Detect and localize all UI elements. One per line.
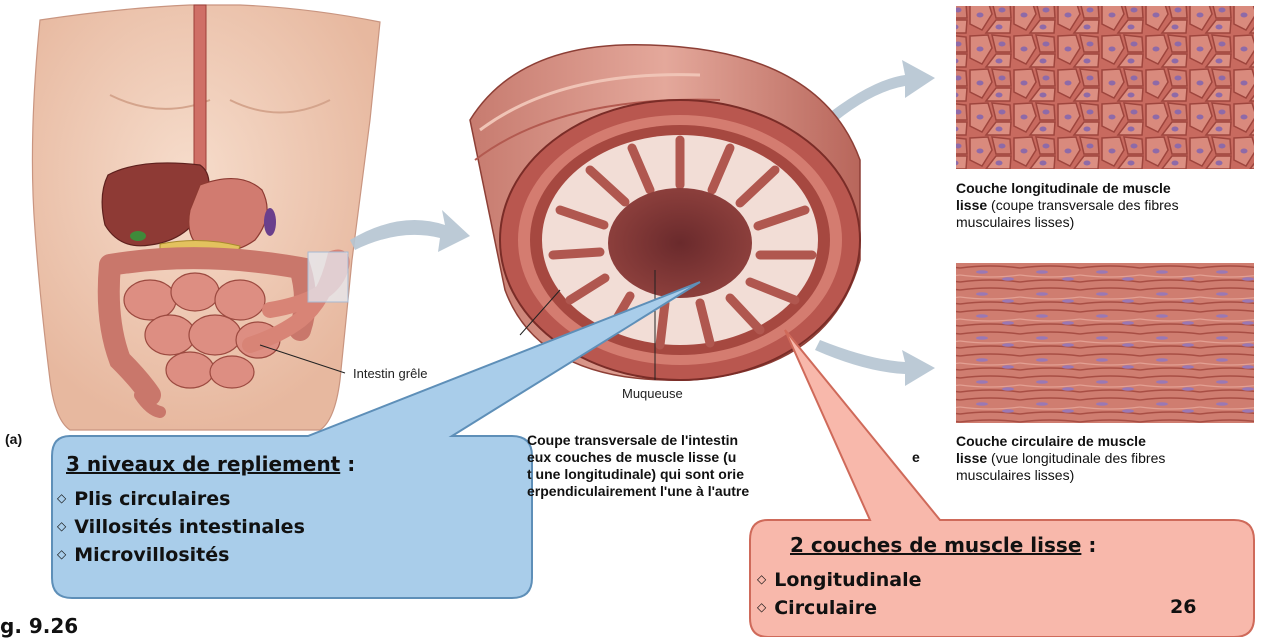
diamond-bullet-icon: ◇ [57, 491, 66, 505]
diamond-bullet-icon: ◇ [757, 600, 766, 614]
list-item-label: Villosités intestinales [74, 516, 305, 538]
figure-label: g. 9.26 [0, 614, 78, 638]
torso-figure [32, 5, 380, 430]
callout-right-heading: 2 couches de muscle lisse : [790, 533, 1096, 557]
list-item-label: Microvillosités [74, 544, 229, 566]
list-item: ◇ Plis circulaires [57, 485, 305, 513]
list-item: ◇ Longitudinale [757, 566, 922, 594]
top-right-caption-bold: Couche longitudinale de muscle [956, 180, 1171, 196]
organ-label: Intestin grêle [353, 366, 427, 381]
bottom-right-caption-rest: (vue longitudinale des fibres [987, 450, 1165, 466]
center-caption-line3: t une longitudinale) qui sont orie [527, 466, 927, 483]
list-item-label: Circulaire [774, 597, 877, 619]
center-caption-line2: eux couches de muscle lisse (u [527, 449, 927, 466]
list-item: ◇ Villosités intestinales [57, 513, 305, 541]
top-right-caption-line3: musculaires lisses) [956, 214, 1256, 231]
longitudinal-muscle-micrograph [956, 6, 1254, 169]
diamond-bullet-icon: ◇ [757, 572, 766, 586]
center-caption-tail: e [912, 449, 920, 466]
callout-left-colon: : [340, 452, 355, 476]
bottom-right-caption: Couche circulaire de muscle lisse (vue l… [956, 433, 1256, 484]
callout-left-list: ◇ Plis circulaires ◇ Villosités intestinal… [57, 485, 305, 569]
callout-right-list: ◇ Longitudinale ◇ Circulaire [757, 566, 922, 622]
diamond-bullet-icon: ◇ [57, 547, 66, 561]
center-caption: Coupe transversale de l'intestin eux cou… [527, 432, 927, 500]
circular-muscle-micrograph [956, 263, 1254, 423]
callout-right-colon: : [1081, 533, 1096, 557]
bottom-right-caption-bold: Couche circulaire de muscle [956, 433, 1146, 449]
callout-right-title: 2 couches de muscle lisse [790, 533, 1081, 557]
callout-left-title: 3 niveaux de repliement [66, 452, 340, 476]
panel-label: (a) [5, 431, 22, 448]
bottom-right-caption-line3: musculaires lisses) [956, 467, 1256, 484]
callout-left-heading: 3 niveaux de repliement : [66, 452, 355, 476]
center-caption-line1: Coupe transversale de l'intestin [527, 432, 927, 449]
mucosa-label: Muqueuse [622, 386, 683, 401]
center-caption-line4: erpendiculairement l'une à l'autre [527, 483, 927, 500]
list-item-label: Plis circulaires [74, 488, 230, 510]
list-item: ◇ Circulaire [757, 594, 922, 622]
top-right-caption-rest: (coupe transversale des fibres [987, 197, 1178, 213]
page-number: 26 [1170, 596, 1196, 618]
list-item-label: Longitudinale [774, 569, 921, 591]
top-right-caption-bold2: lisse [956, 197, 987, 213]
diamond-bullet-icon: ◇ [57, 519, 66, 533]
top-right-caption: Couche longitudinale de muscle lisse (co… [956, 180, 1256, 231]
list-item: ◇ Microvillosités [57, 541, 305, 569]
bottom-right-caption-bold2: lisse [956, 450, 987, 466]
